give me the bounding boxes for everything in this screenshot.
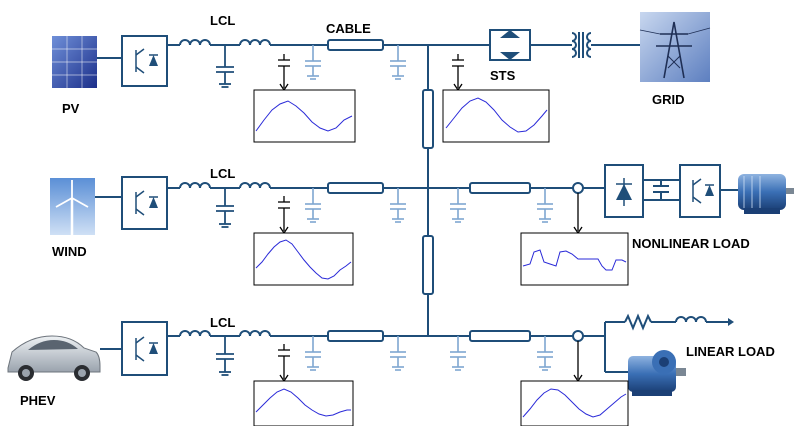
inverter-wind xyxy=(95,176,168,230)
scope-pv xyxy=(253,89,356,143)
lcl-filter-pv xyxy=(167,39,271,88)
gear-motor-icon xyxy=(628,350,686,396)
scope-phev xyxy=(253,380,354,426)
lcl-filter-phev xyxy=(167,330,271,376)
feeder-pv xyxy=(270,39,490,51)
linear-load-branch xyxy=(572,313,734,373)
phev-label: PHEV xyxy=(20,393,56,408)
nonlinear-load-converter xyxy=(572,164,738,218)
lcl-label-wind: LCL xyxy=(210,166,235,181)
motor-icon xyxy=(738,174,794,214)
sts-label: STS xyxy=(490,68,516,83)
shunt-capacitors xyxy=(305,45,553,371)
scope-pcc xyxy=(442,89,550,143)
current-probe xyxy=(573,193,583,235)
voltage-probe xyxy=(278,344,290,383)
scope-linear-load xyxy=(520,380,629,426)
solar-panel-icon xyxy=(52,36,97,88)
feeder-phev xyxy=(270,330,605,342)
nonlinear-load-label: NONLINEAR LOAD xyxy=(632,236,750,251)
car-icon xyxy=(7,335,101,381)
voltage-probe xyxy=(452,54,464,92)
inverter-pv xyxy=(97,35,168,87)
scope-nonlinear-load xyxy=(520,232,629,286)
pv-label: PV xyxy=(62,101,80,116)
voltage-probe xyxy=(278,196,290,235)
grid-label: GRID xyxy=(652,92,685,107)
transmission-tower-icon xyxy=(639,12,711,82)
linear-load-label: LINEAR LOAD xyxy=(686,344,775,359)
current-probe xyxy=(573,341,583,383)
inverter-phev xyxy=(100,321,168,376)
voltage-probe xyxy=(278,54,290,92)
feeder-wind xyxy=(270,182,605,194)
vertical-tie-cable xyxy=(422,45,434,336)
sts-switch xyxy=(489,29,572,61)
scope-wind xyxy=(253,232,354,286)
lcl-label-phev: LCL xyxy=(210,315,235,330)
lcl-filter-wind xyxy=(167,182,271,228)
transformer-icon xyxy=(571,32,640,58)
wind-turbine-icon xyxy=(50,178,95,235)
wind-label: WIND xyxy=(52,244,87,259)
lcl-label-pv: LCL xyxy=(210,13,235,28)
cable-label: CABLE xyxy=(326,21,371,36)
